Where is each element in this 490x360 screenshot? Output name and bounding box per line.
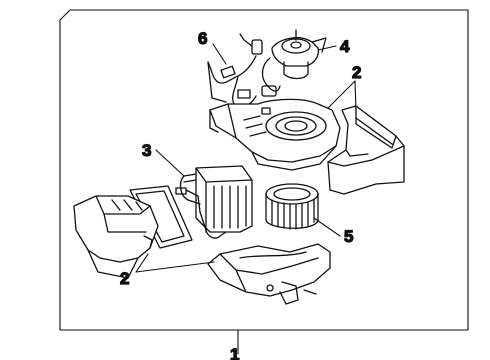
leader-lines	[135, 43, 357, 355]
blower-housing-upper	[209, 98, 341, 171]
blower-wheel	[265, 183, 319, 230]
callout-4: 4	[340, 37, 350, 56]
callout-6: 6	[198, 29, 207, 48]
callout-1: 1	[230, 345, 239, 360]
callout-5: 5	[344, 227, 353, 246]
assembly-frame	[59, 9, 469, 331]
callout-2-top: 2	[352, 63, 361, 82]
heater-core	[175, 165, 253, 239]
inlet-duct	[73, 195, 159, 279]
callout-3: 3	[142, 141, 151, 160]
lower-case	[207, 243, 331, 305]
callout-2-bottom: 2	[120, 269, 129, 288]
blower-duct-plate	[327, 105, 405, 195]
wiring-harness	[207, 33, 277, 108]
blower-motor	[261, 29, 327, 92]
